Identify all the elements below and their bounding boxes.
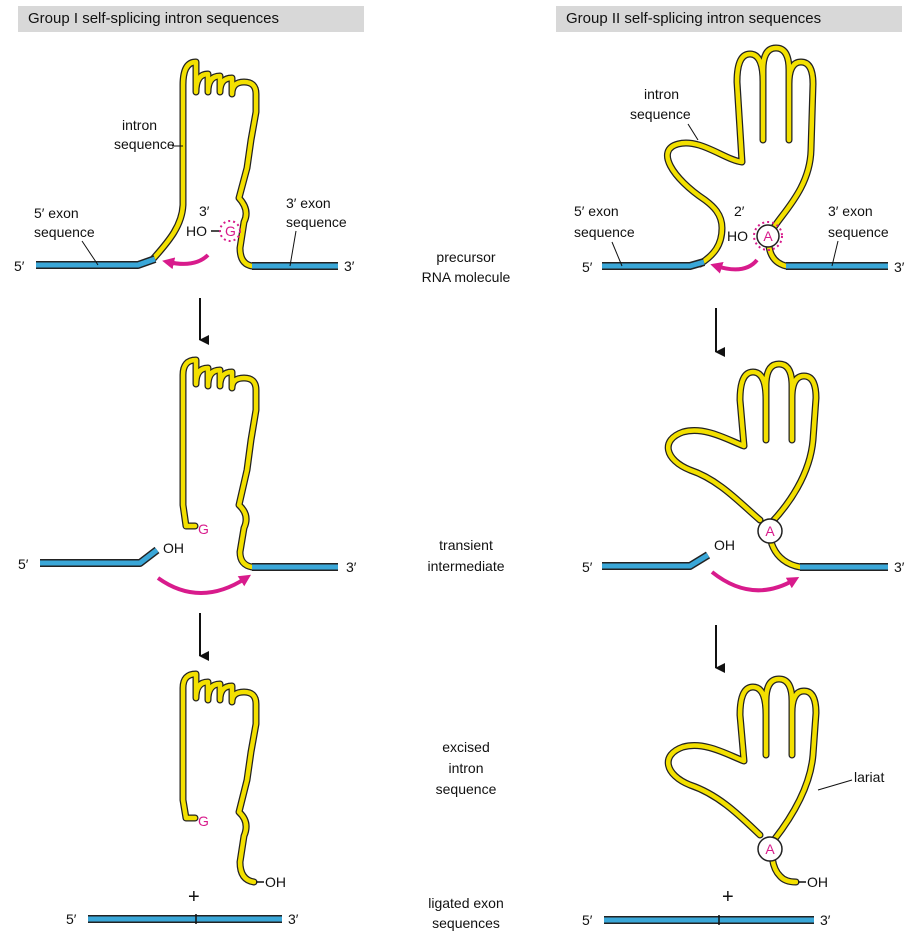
- five-prime-end-label: 5′: [14, 258, 25, 274]
- group-two-intermediate: 5′ 3′ OH A: [582, 364, 905, 590]
- intron-label: intron: [644, 86, 679, 102]
- intron-label: intron: [122, 117, 157, 133]
- stage-3-line-1: excised: [442, 739, 489, 755]
- hydroxyl-label: OH: [163, 540, 184, 556]
- five-prime-end-label: 5′: [66, 911, 77, 927]
- five-prime-exon-sequence-label: sequence: [574, 224, 635, 240]
- three-prime-exon-label: 3′ exon: [286, 195, 331, 211]
- intron-leader-line: [688, 124, 698, 140]
- intron-sequence-label: sequence: [114, 136, 175, 152]
- stage-4-line-1: ligated exon: [428, 895, 504, 911]
- hydroxyl-label: HO: [727, 228, 748, 244]
- intron-strand: [183, 674, 256, 882]
- attack-arrow: [168, 255, 208, 264]
- five-prime-exon: [602, 555, 708, 566]
- five-prime-exon-label: 5′ exon: [34, 205, 79, 221]
- hydroxyl-label: OH: [265, 874, 286, 890]
- three-prime-exon-sequence-label: sequence: [286, 214, 347, 230]
- five-prime-exon: [602, 262, 704, 266]
- stage-2-line-2: intermediate: [427, 558, 504, 574]
- ligation-arrow: [712, 572, 794, 590]
- three-prime-end-label: 3′: [288, 911, 299, 927]
- stage-2-line-1: transient: [439, 537, 493, 553]
- intron-hand: [668, 364, 816, 567]
- adenosine-label: A: [765, 523, 775, 539]
- adenosine-label: A: [765, 841, 775, 857]
- stage-1-line-1: precursor: [436, 249, 495, 265]
- stage-4-line-2: sequences: [432, 915, 500, 931]
- intron-strand: [183, 360, 256, 567]
- group-one-ligated-exons: 5′ 3′: [66, 911, 299, 927]
- three-prime-end-label: 3′: [344, 258, 355, 274]
- guanosine-label: G: [225, 223, 236, 239]
- lariat-label: lariat: [854, 769, 884, 785]
- five-prime-end-label: 5′: [582, 259, 593, 275]
- five-prime-end-label: 5′: [582, 912, 593, 928]
- stage-3-line-2: intron: [448, 760, 483, 776]
- three-prime-end-label: 3′: [346, 559, 357, 575]
- plus-sign: +: [722, 886, 734, 908]
- hydroxyl-position-label: 3′: [199, 203, 210, 219]
- ligation-arrow: [158, 578, 246, 593]
- group-two-excised-lariat: A OH lariat: [668, 679, 884, 890]
- hydroxyl-label: OH: [807, 874, 828, 890]
- lariat-leader-line: [818, 780, 852, 790]
- five-prime-exon-sequence-label: sequence: [34, 224, 95, 240]
- intron-hand: [668, 679, 816, 882]
- three-prime-exon-leader: [290, 231, 296, 266]
- hydroxyl-label: HO: [186, 223, 207, 239]
- guanosine-label: G: [198, 521, 209, 537]
- five-prime-end-label: 5′: [582, 559, 593, 575]
- group-two-ligated-exons: 5′ 3′: [582, 912, 831, 928]
- stage-3-line-3: sequence: [436, 781, 497, 797]
- hydroxyl-position-label: 2′: [734, 203, 745, 219]
- five-prime-exon-label: 5′ exon: [574, 203, 619, 219]
- five-prime-end-label: 5′: [18, 556, 29, 572]
- group-one-excised-intron: G OH: [183, 674, 286, 890]
- three-prime-exon-sequence-label: sequence: [828, 224, 889, 240]
- five-prime-exon: [40, 550, 157, 563]
- stage-labels: precursor RNA molecule transient interme…: [422, 249, 511, 931]
- plus-sign: +: [188, 886, 200, 908]
- group-one-precursor: 5′ 3′ intron sequence 5′ exon sequence 3…: [14, 62, 355, 274]
- attack-arrow: [716, 260, 757, 269]
- group-one-intermediate: 5′ 3′ OH G: [18, 360, 357, 593]
- group-two-precursor: 5′ 3′ intron sequence 5′ exon sequence 3…: [574, 48, 905, 275]
- adenosine-label: A: [763, 228, 773, 244]
- three-prime-end-label: 3′: [894, 259, 905, 275]
- three-prime-end-label: 3′: [894, 559, 905, 575]
- stage-1-line-2: RNA molecule: [422, 269, 511, 285]
- three-prime-exon-label: 3′ exon: [828, 203, 873, 219]
- hydroxyl-label: OH: [714, 537, 735, 553]
- three-prime-end-label: 3′: [820, 912, 831, 928]
- intron-sequence-label: sequence: [630, 106, 691, 122]
- guanosine-label: G: [198, 813, 209, 829]
